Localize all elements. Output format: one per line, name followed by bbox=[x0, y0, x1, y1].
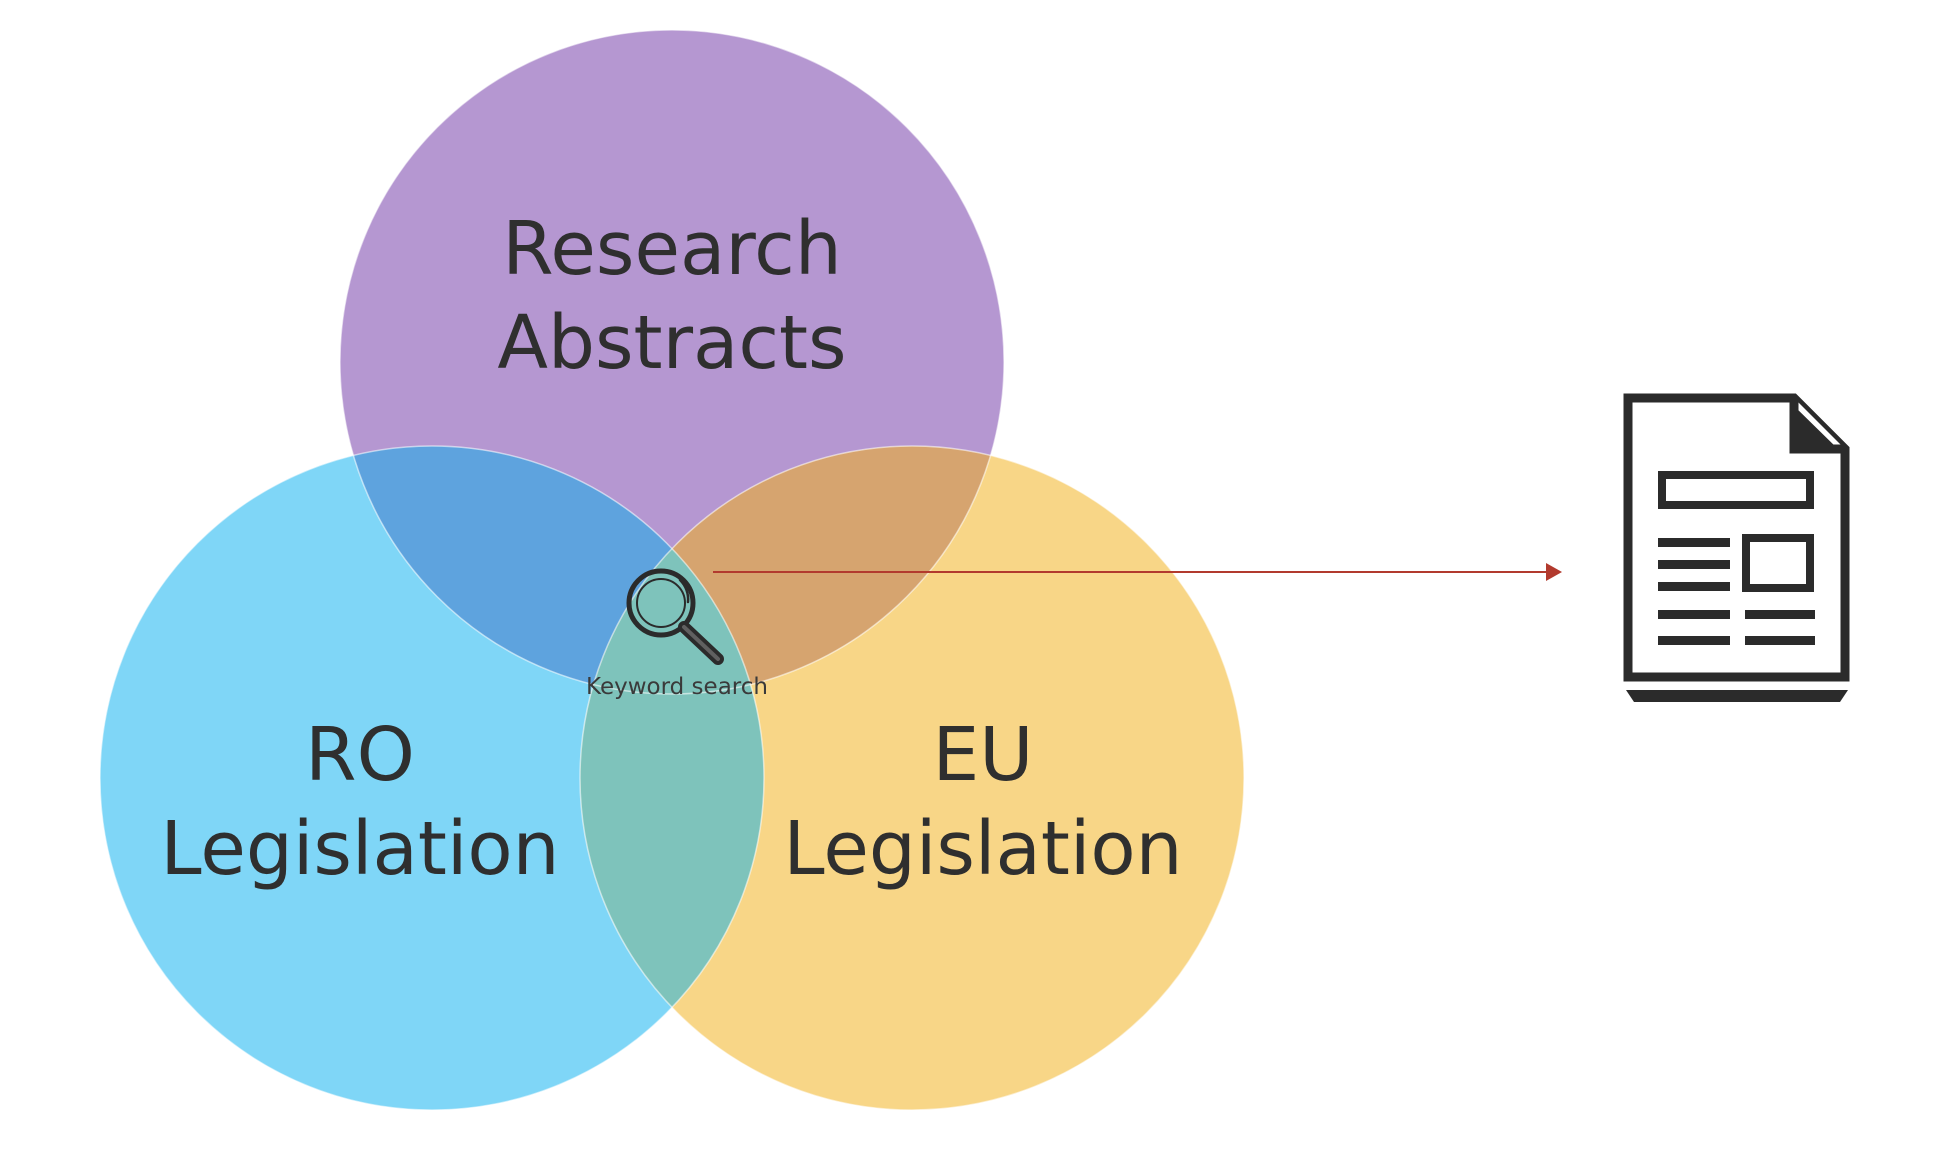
eu-circle-outline bbox=[579, 445, 1245, 1111]
research-eu-overlap bbox=[580, 446, 1004, 694]
ro-circle-outline bbox=[99, 445, 765, 1111]
result-arrow bbox=[713, 563, 1562, 581]
eu-label-line1: EU bbox=[933, 712, 1034, 798]
research-circle-outline bbox=[339, 29, 1005, 695]
document-icon bbox=[1623, 393, 1850, 702]
research-ro-overlap bbox=[340, 446, 764, 694]
ro-label-line1: RO bbox=[305, 712, 415, 798]
magnifier-icon bbox=[626, 568, 724, 665]
ro-label-line2: Legislation bbox=[160, 806, 559, 892]
keyword-search-label: Keyword search bbox=[586, 674, 768, 700]
eu-label-line2: Legislation bbox=[783, 806, 1182, 892]
research-label-line2: Abstracts bbox=[497, 300, 846, 386]
research-label-line1: Research bbox=[502, 206, 841, 292]
